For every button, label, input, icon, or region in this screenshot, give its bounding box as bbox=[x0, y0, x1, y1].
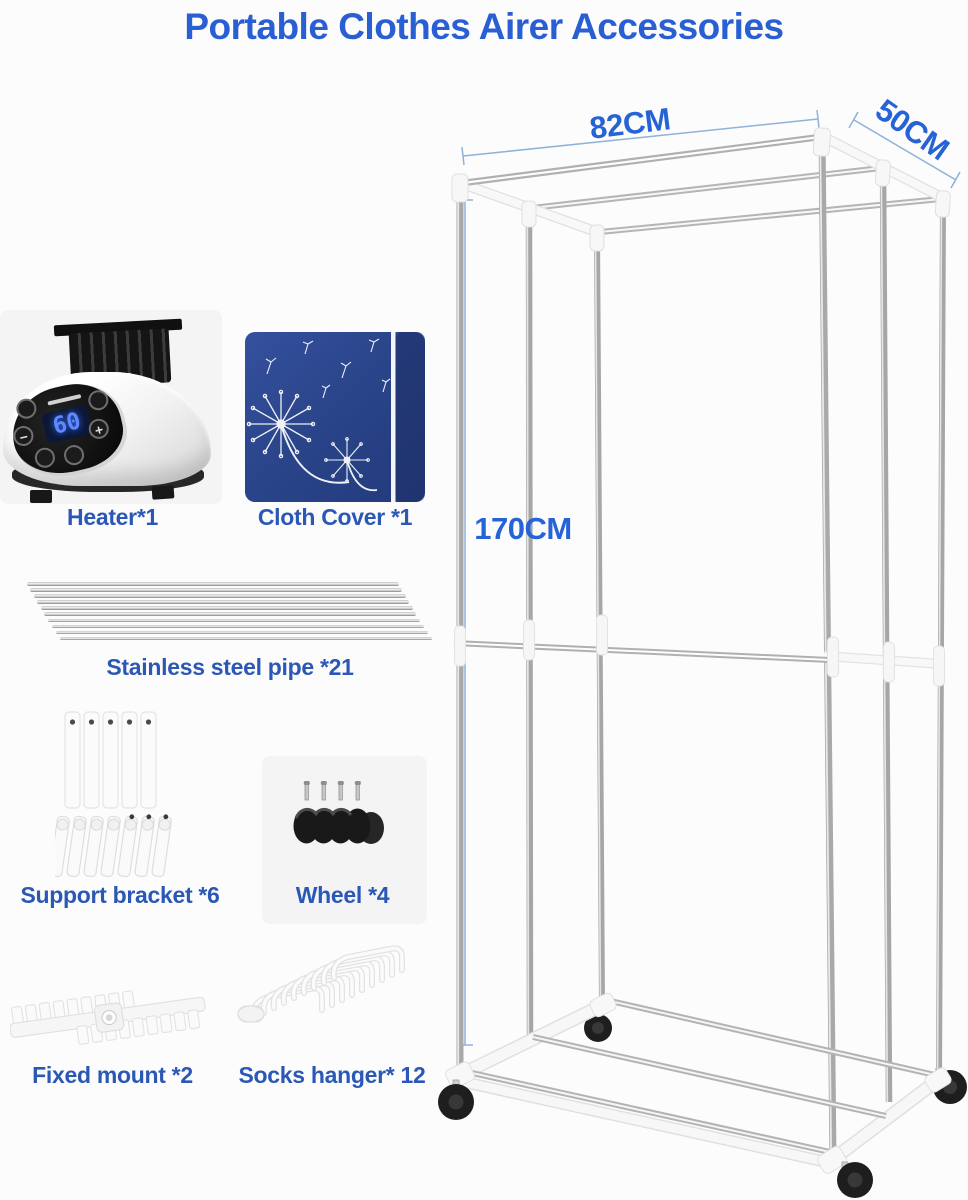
heater-brand-mark bbox=[47, 394, 82, 406]
heater-button-plus: + bbox=[86, 416, 111, 441]
part-fixed-mount: Fixed mount *2 bbox=[5, 976, 220, 1096]
part-socks-hanger: Socks hanger* 12 bbox=[222, 924, 442, 1099]
part-wheel: Wheel *4 bbox=[255, 756, 430, 926]
heater-button-minus: − bbox=[11, 423, 36, 448]
part-label: Wheel *4 bbox=[295, 882, 390, 908]
part-steel-pipe: Stainless steel pipe *21 bbox=[25, 582, 435, 692]
part-label: Fixed mount *2 bbox=[32, 1062, 193, 1088]
wheel-image bbox=[293, 781, 384, 844]
part-label: Socks hanger* 12 bbox=[238, 1062, 426, 1088]
part-cloth-cover: Cloth Cover *1 bbox=[240, 332, 430, 542]
heater-button bbox=[14, 396, 39, 421]
part-support-bracket: Support bracket *6 bbox=[10, 706, 230, 916]
part-label: Stainless steel pipe *21 bbox=[106, 654, 354, 680]
front-wheels bbox=[438, 1079, 873, 1198]
corner-connectors bbox=[451, 127, 951, 252]
heater-button bbox=[32, 445, 57, 470]
dandelion-art bbox=[246, 338, 391, 492]
part-label: Cloth Cover *1 bbox=[257, 504, 413, 530]
steel-pipe-image bbox=[25, 582, 435, 641]
heater-image: 60 − + bbox=[0, 310, 222, 506]
middle-rails bbox=[453, 614, 945, 687]
fixed-mount-image bbox=[10, 990, 206, 1045]
dimension-lines bbox=[457, 109, 961, 1046]
cloth-cover-image bbox=[245, 332, 425, 502]
socks-hanger-image bbox=[237, 945, 405, 1023]
heater-button bbox=[62, 443, 87, 468]
support-bracket-image bbox=[55, 711, 172, 878]
part-label: Support bracket *6 bbox=[20, 882, 220, 908]
page-title: Portable Clothes Airer Accessories bbox=[184, 6, 784, 47]
heater-display: 60 bbox=[41, 404, 93, 444]
part-heater: 60 − + Heater*1 bbox=[0, 310, 225, 540]
base-frame bbox=[445, 992, 952, 1174]
rack-illustration bbox=[438, 109, 967, 1198]
front-top-rail bbox=[462, 133, 821, 187]
part-label: Heater*1 bbox=[67, 504, 158, 530]
height-dimension-label: 170CM bbox=[474, 511, 572, 546]
